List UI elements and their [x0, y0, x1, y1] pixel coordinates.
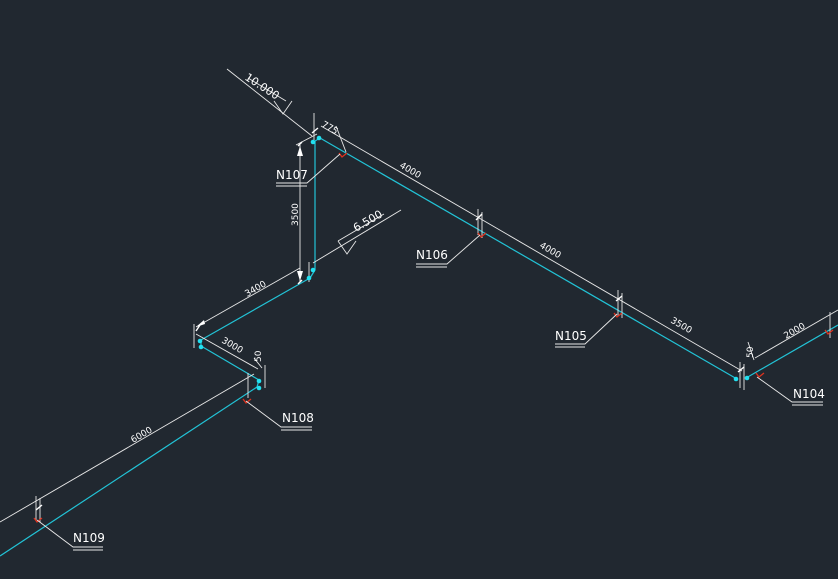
dim-label-4000b: 4000 [538, 241, 563, 261]
pipe-segment[interactable] [200, 277, 311, 341]
node-point[interactable] [306, 275, 312, 281]
node-label-underlines [73, 185, 823, 551]
node-point[interactable] [744, 375, 750, 381]
dim-label-6000: 6000 [130, 425, 155, 445]
node-point[interactable] [310, 267, 316, 273]
node-point[interactable] [316, 135, 322, 141]
dim-label-3500-vert: 3500 [291, 203, 301, 226]
dim-label-2000: 2000 [783, 321, 808, 341]
dimension-labels: 775 4000 4000 3500 3500 3400 3000 6000 2… [130, 120, 808, 446]
pipe-segment[interactable] [745, 324, 838, 379]
pipe-run[interactable] [0, 137, 838, 557]
node-points[interactable] [197, 135, 750, 391]
node-leaders [36, 153, 823, 548]
elevation-label-top: 10.000 [242, 71, 281, 103]
node-point[interactable] [310, 139, 316, 145]
dim-label-small-n104: 50 [746, 346, 756, 358]
dim-label-3000: 3000 [220, 336, 245, 356]
dimension-ticks [35, 127, 745, 511]
node-point[interactable] [256, 385, 262, 391]
pipe-segment[interactable] [319, 137, 738, 380]
node-label-n107[interactable]: N107 [276, 168, 308, 182]
pipe-segment[interactable] [200, 345, 260, 381]
dimension-arrows [196, 146, 303, 327]
node-markers [33, 152, 834, 523]
dimension-lines [0, 113, 838, 523]
node-label-n105[interactable]: N105 [555, 329, 587, 343]
elevation-label-mid: 6.500 [351, 208, 385, 235]
dim-label-3400: 3400 [244, 279, 269, 299]
elevation-marker-mid[interactable] [312, 209, 402, 264]
node-point[interactable] [733, 376, 739, 382]
node-label-n109[interactable]: N109 [73, 531, 105, 545]
node-label-n106[interactable]: N106 [416, 248, 448, 262]
elevation-marker-top[interactable] [226, 68, 313, 137]
dim-label-3500-diag: 3500 [669, 316, 694, 336]
node-label-n108[interactable]: N108 [282, 411, 314, 425]
dim-label-small-n108: 50 [254, 350, 264, 362]
node-point[interactable] [197, 338, 203, 344]
node-point[interactable] [198, 344, 204, 350]
node-point[interactable] [256, 378, 262, 384]
node-label-n104[interactable]: N104 [793, 387, 825, 401]
pipe-segment[interactable] [0, 386, 258, 557]
